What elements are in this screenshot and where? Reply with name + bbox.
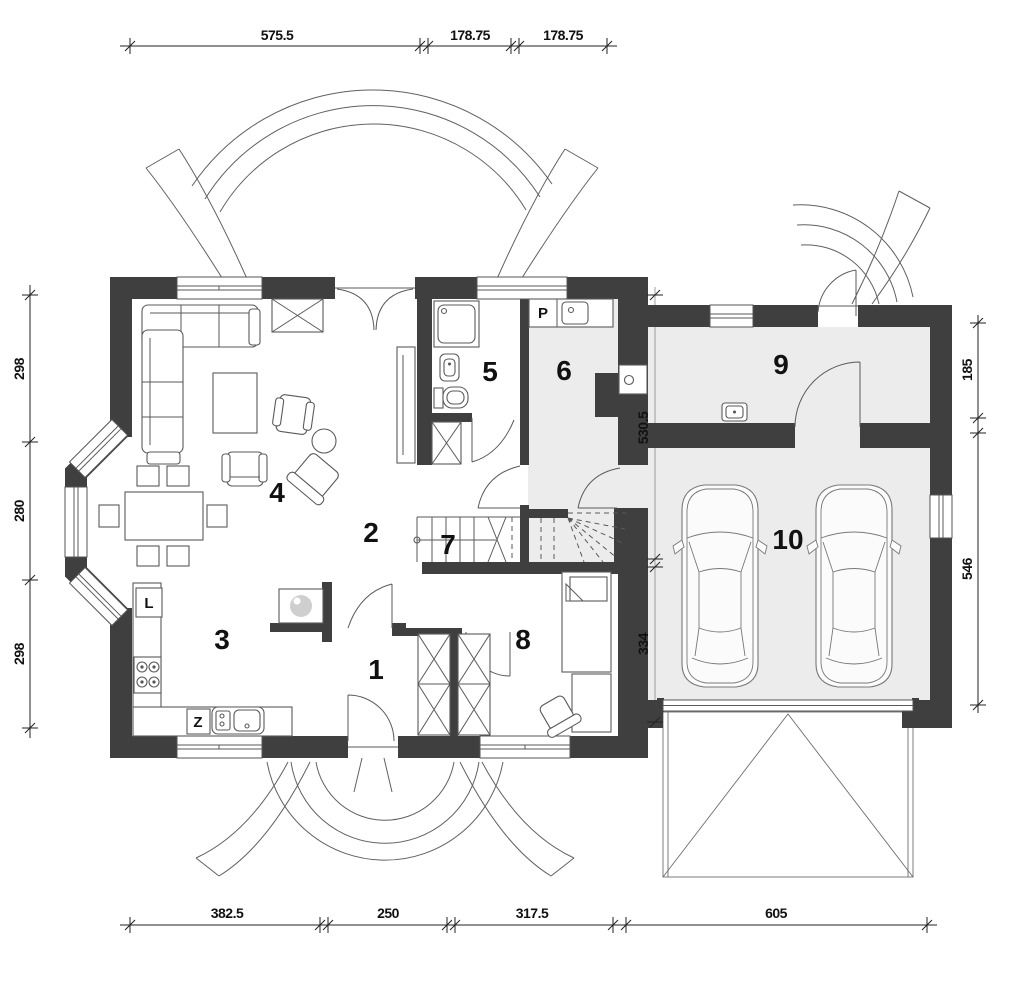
garage-porch-arcs (792, 190, 931, 305)
laundry-fixtures: P (528, 298, 748, 422)
fridge: L (135, 587, 163, 618)
washbasin (439, 353, 460, 382)
dim-bottom-3: 317.5 (516, 905, 549, 921)
room-label-4: 4 (269, 477, 285, 508)
bathroom-door (471, 418, 515, 463)
bed (561, 571, 612, 673)
dim-top: 575.5 178.75 178.75 (120, 27, 617, 54)
laundry-letter: P (538, 305, 548, 322)
room-label-5: 5 (482, 356, 498, 387)
room-label-1: 1 (368, 654, 384, 685)
kitchen-window (176, 735, 263, 759)
stove (133, 656, 162, 694)
dim-bottom-1: 382.5 (211, 905, 244, 921)
shower (433, 300, 480, 348)
armchair-2 (286, 453, 339, 506)
windows (64, 276, 953, 759)
side-table (311, 428, 337, 454)
terrace-double-door (335, 287, 415, 331)
washing-machine (278, 588, 324, 624)
dim-bottom-4: 605 (765, 905, 788, 921)
room-label-8: 8 (515, 624, 531, 655)
front-terrace-arcs (145, 89, 599, 282)
living-room-window (176, 276, 263, 300)
kitchen-sink: Z (186, 706, 265, 735)
dim-garage-2: 334 (635, 632, 651, 655)
bath-laundry-window (476, 276, 568, 300)
dim-left: 298 280 298 (11, 285, 38, 738)
bathroom-fixtures (433, 300, 480, 409)
garage-side-window (929, 494, 953, 539)
utility-exterior-door (817, 269, 858, 316)
bay-window-upper (68, 418, 129, 479)
dim-top-1: 575.5 (261, 27, 294, 43)
room-label-10: 10 (772, 524, 803, 555)
walls (65, 277, 952, 758)
laundry-sink (561, 301, 589, 325)
room-label-9: 9 (773, 349, 789, 380)
room-label-2: 2 (363, 517, 379, 548)
door-strip-floor-2 (795, 423, 860, 448)
entrance-door (347, 694, 398, 748)
door-strip-floor (618, 465, 648, 508)
tall-cabinet (396, 346, 416, 464)
dim-right-1: 185 (959, 358, 975, 381)
bay-window-front (64, 486, 88, 558)
wardrobe-chimney (271, 298, 324, 333)
stairs (413, 512, 626, 563)
wardrobe-hall (431, 421, 462, 465)
bedroom-furniture (417, 421, 612, 738)
living-room-furniture (98, 298, 416, 567)
room-label-7: 7 (440, 529, 456, 560)
driveway-canopy (662, 711, 914, 878)
dim-left-1: 298 (11, 357, 27, 380)
armchair-1 (272, 394, 315, 435)
toilet (433, 386, 469, 409)
wardrobe-2 (457, 633, 491, 736)
sink-letter: Z (193, 714, 202, 731)
floor-drain (721, 402, 748, 422)
dim-right: 185 546 (959, 315, 986, 713)
coffee-table (212, 372, 258, 434)
dim-garage-column: 530.5 334 (635, 289, 663, 728)
utility-to-garage-door (794, 361, 861, 428)
fridge-letter: L (144, 595, 153, 612)
dim-bottom: 382.5 250 317.5 605 (120, 905, 937, 933)
utility-window (709, 304, 754, 328)
bedroom-window (479, 735, 571, 759)
corner-sofa (141, 304, 261, 465)
dim-right-2: 546 (959, 557, 975, 580)
dim-left-3: 298 (11, 642, 27, 665)
hall-to-room1-door (347, 583, 393, 629)
room-label-6: 6 (556, 355, 572, 386)
boiler (618, 364, 648, 395)
wardrobe-1 (417, 633, 451, 736)
room-label-3: 3 (214, 624, 230, 655)
hall-to-laundry-door (477, 465, 521, 509)
dim-top-3: 178.75 (543, 27, 584, 43)
car-right (806, 484, 902, 688)
dim-garage-1: 530.5 (635, 411, 651, 444)
utility-room-floor (648, 327, 930, 423)
room-labels: 1 2 3 4 5 6 7 8 9 10 (214, 349, 803, 685)
kitchen-furniture: L Z (132, 582, 324, 737)
dim-top-2: 178.75 (450, 27, 491, 43)
desk-chair (539, 695, 582, 738)
car-left (672, 484, 768, 688)
dim-bottom-2: 250 (377, 905, 400, 921)
armchair-3 (221, 451, 268, 487)
dim-left-2: 280 (11, 499, 27, 522)
bay-window-lower (68, 566, 129, 627)
dining-table-set (98, 465, 228, 567)
rear-porch-arcs (195, 757, 575, 877)
laundry-to-utility-door (577, 467, 621, 509)
garage-sectional-door (662, 699, 914, 712)
